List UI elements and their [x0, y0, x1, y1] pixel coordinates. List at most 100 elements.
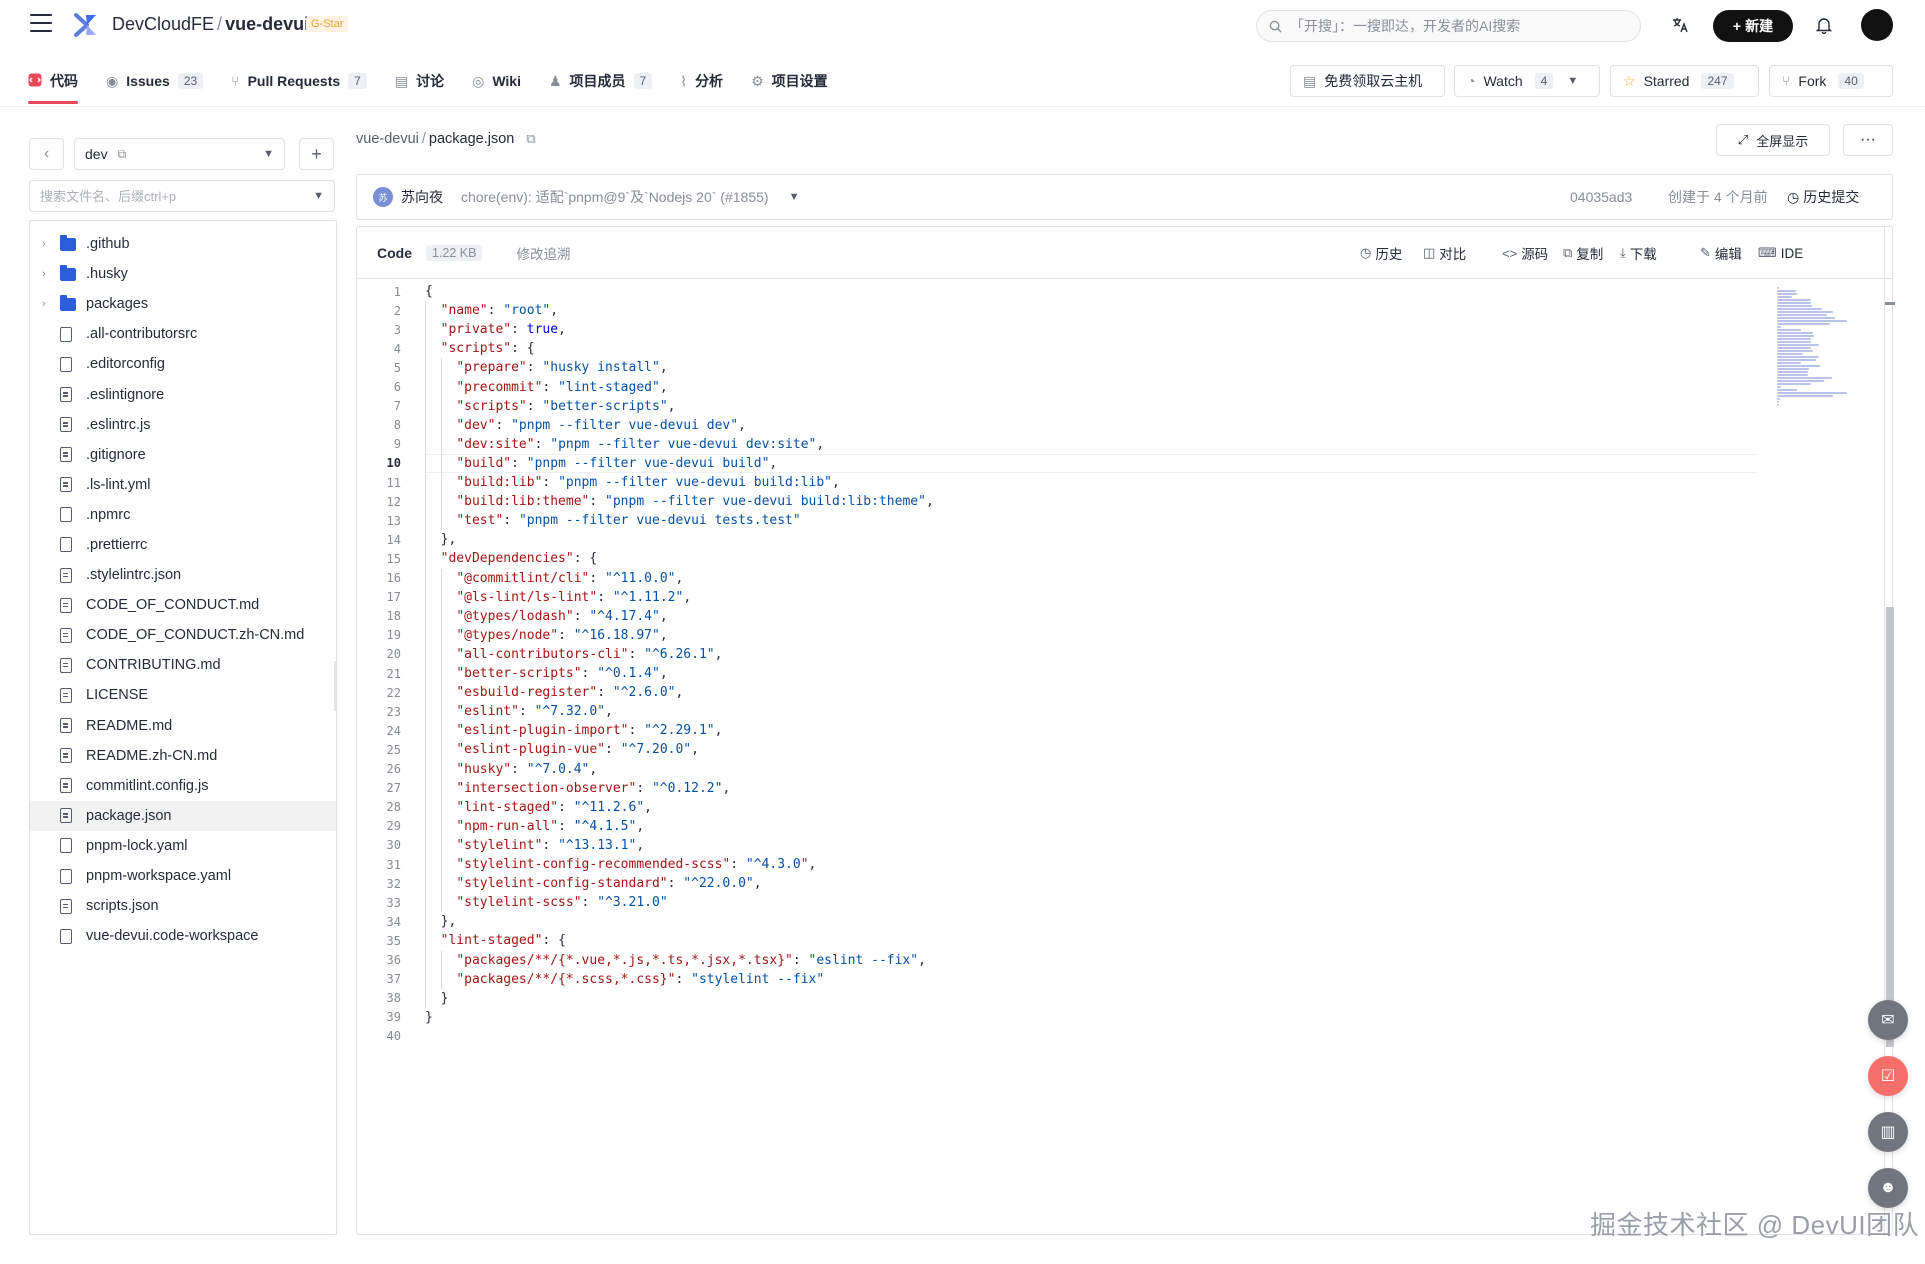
fullscreen-button[interactable]: ⤢全屏显示 [1716, 124, 1830, 156]
line-number[interactable]: 23 [386, 704, 401, 719]
code-line[interactable]: 27 "intersection-observer": "^0.12.2", [357, 779, 1757, 798]
tree-file[interactable]: .eslintrc.js [30, 410, 336, 440]
commit-sha[interactable]: 04035ad3 [1570, 189, 1633, 205]
feedback-button[interactable]: ☑ [1868, 1056, 1908, 1096]
tree-file[interactable]: .stylelintrc.json [30, 560, 336, 590]
code-line[interactable]: 31 "stylelint-config-recommended-scss": … [357, 855, 1757, 874]
code-line[interactable]: 10 "build": "pnpm --filter vue-devui bui… [357, 453, 1757, 474]
docs-button[interactable]: ▥ [1868, 1112, 1908, 1152]
copy-icon[interactable]: ⧉ [117, 146, 127, 161]
code-line[interactable]: 30 "stylelint": "^13.13.1", [357, 836, 1757, 855]
code-line[interactable]: 39} [357, 1008, 1757, 1027]
line-number[interactable]: 27 [386, 781, 401, 796]
history-button[interactable]: ◷历史 [1360, 227, 1402, 279]
code-line[interactable]: 17 "@ls-lint/ls-lint": "^1.11.2", [357, 588, 1757, 607]
source-button[interactable]: <>源码 [1502, 227, 1548, 279]
line-number[interactable]: 31 [386, 857, 401, 872]
tree-file[interactable]: scripts.json [30, 891, 336, 921]
ide-button[interactable]: ⌨IDE [1758, 227, 1803, 279]
tree-file[interactable]: CONTRIBUTING.md [30, 650, 336, 680]
menu-icon[interactable] [30, 14, 52, 34]
chevron-right-icon[interactable]: › [42, 298, 46, 311]
line-number[interactable]: 17 [386, 590, 401, 605]
global-search[interactable] [1256, 10, 1641, 42]
download-button[interactable]: ⤓下载 [1620, 227, 1657, 279]
tree-file[interactable]: .prettierrc [30, 530, 336, 560]
line-number[interactable]: 10 [386, 456, 401, 471]
tree-file[interactable]: .npmrc [30, 500, 336, 530]
code-line[interactable]: 4 "scripts": { [357, 339, 1757, 358]
tab-discussions[interactable]: ▤讨论 [395, 62, 444, 100]
code-line[interactable]: 2 "name": "root", [357, 301, 1757, 320]
copy-path-icon[interactable]: ⧉ [526, 131, 536, 146]
code-tab[interactable]: Code [377, 244, 412, 261]
chevron-down-icon[interactable]: ▼ [1567, 75, 1579, 87]
line-number[interactable]: 25 [386, 742, 401, 757]
file-search[interactable]: ▼ [29, 180, 335, 212]
tab-settings[interactable]: ⚙项目设置 [751, 62, 828, 100]
code-line[interactable]: 22 "esbuild-register": "^2.6.0", [357, 683, 1757, 702]
line-number[interactable]: 19 [386, 628, 401, 643]
code-line[interactable]: 6 "precommit": "lint-staged", [357, 378, 1757, 397]
line-number[interactable]: 4 [393, 341, 401, 356]
line-number[interactable]: 14 [386, 532, 401, 547]
line-number[interactable]: 26 [386, 762, 401, 777]
line-number[interactable]: 21 [386, 666, 401, 681]
code-line[interactable]: 34 }, [357, 912, 1757, 931]
tab-wiki[interactable]: ◎Wiki [472, 62, 521, 100]
compare-button[interactable]: ◫对比 [1423, 227, 1466, 279]
code-line[interactable]: 20 "all-contributors-cli": "^6.26.1", [357, 645, 1757, 664]
file-search-input[interactable] [40, 188, 300, 204]
tree-file[interactable]: .all-contributorsrc [30, 319, 336, 349]
chevron-right-icon[interactable]: › [42, 268, 46, 281]
line-number[interactable]: 1 [393, 284, 401, 299]
tree-file[interactable]: LICENSE [30, 680, 336, 710]
code-line[interactable]: 35 "lint-staged": { [357, 931, 1757, 950]
line-number[interactable]: 7 [393, 399, 401, 414]
code-scrollbar[interactable] [1884, 227, 1895, 1236]
code-line[interactable]: 11 "build:lib": "pnpm --filter vue-devui… [357, 473, 1757, 492]
line-number[interactable]: 16 [386, 571, 401, 586]
line-number[interactable]: 13 [386, 513, 401, 528]
line-number[interactable]: 30 [386, 838, 401, 853]
new-button[interactable]: +新建 [1713, 10, 1793, 42]
code-line[interactable]: 26 "husky": "^7.0.4", [357, 760, 1757, 779]
more-options-button[interactable]: ··· [1843, 124, 1893, 156]
code-line[interactable]: 23 "eslint": "^7.32.0", [357, 702, 1757, 721]
line-number[interactable]: 2 [393, 303, 401, 318]
code-line[interactable]: 38 } [357, 989, 1757, 1008]
code-line[interactable]: 16 "@commitlint/cli": "^11.0.0", [357, 569, 1757, 588]
chevron-right-icon[interactable]: › [42, 238, 46, 251]
line-number[interactable]: 34 [386, 914, 401, 929]
translate-icon[interactable] [1668, 13, 1692, 37]
tree-folder[interactable]: ›.husky [30, 259, 336, 289]
commit-author-avatar[interactable]: 苏 [373, 187, 393, 207]
tree-scrollbar[interactable] [334, 661, 336, 711]
tree-file[interactable]: README.zh-CN.md [30, 741, 336, 771]
chevron-down-icon[interactable]: ▼ [788, 191, 800, 203]
line-number[interactable]: 15 [386, 551, 401, 566]
code-line[interactable]: 9 "dev:site": "pnpm --filter vue-devui d… [357, 435, 1757, 454]
code-line[interactable]: 37 "packages/**/{*.scss,*.css}": "stylel… [357, 970, 1757, 989]
user-avatar[interactable] [1861, 9, 1893, 41]
repo-link[interactable]: vue-devui [225, 14, 310, 34]
tree-file[interactable]: .gitignore [30, 440, 336, 470]
line-number[interactable]: 9 [393, 437, 401, 452]
line-number[interactable]: 12 [386, 494, 401, 509]
code-line[interactable]: 19 "@types/node": "^16.18.97", [357, 626, 1757, 645]
code-line[interactable]: 33 "stylelint-scss": "^3.21.0" [357, 893, 1757, 912]
line-number[interactable]: 36 [386, 953, 401, 968]
commit-message[interactable]: chore(env): 适配`pnpm@9`及`Nodejs 20` (#185… [461, 189, 769, 205]
line-number[interactable]: 40 [386, 1029, 401, 1044]
code-line[interactable]: 15 "devDependencies": { [357, 549, 1757, 568]
mail-button[interactable]: ✉ [1868, 1000, 1908, 1040]
tab-analysis[interactable]: ⌇分析 [680, 62, 723, 100]
tree-folder[interactable]: ›.github [30, 229, 336, 259]
bell-icon[interactable] [1812, 13, 1836, 37]
code-line[interactable]: 25 "eslint-plugin-vue": "^7.20.0", [357, 740, 1757, 759]
code-line[interactable]: 21 "better-scripts": "^0.1.4", [357, 664, 1757, 683]
commit-history-link[interactable]: ◷历史提交 [1787, 187, 1859, 207]
